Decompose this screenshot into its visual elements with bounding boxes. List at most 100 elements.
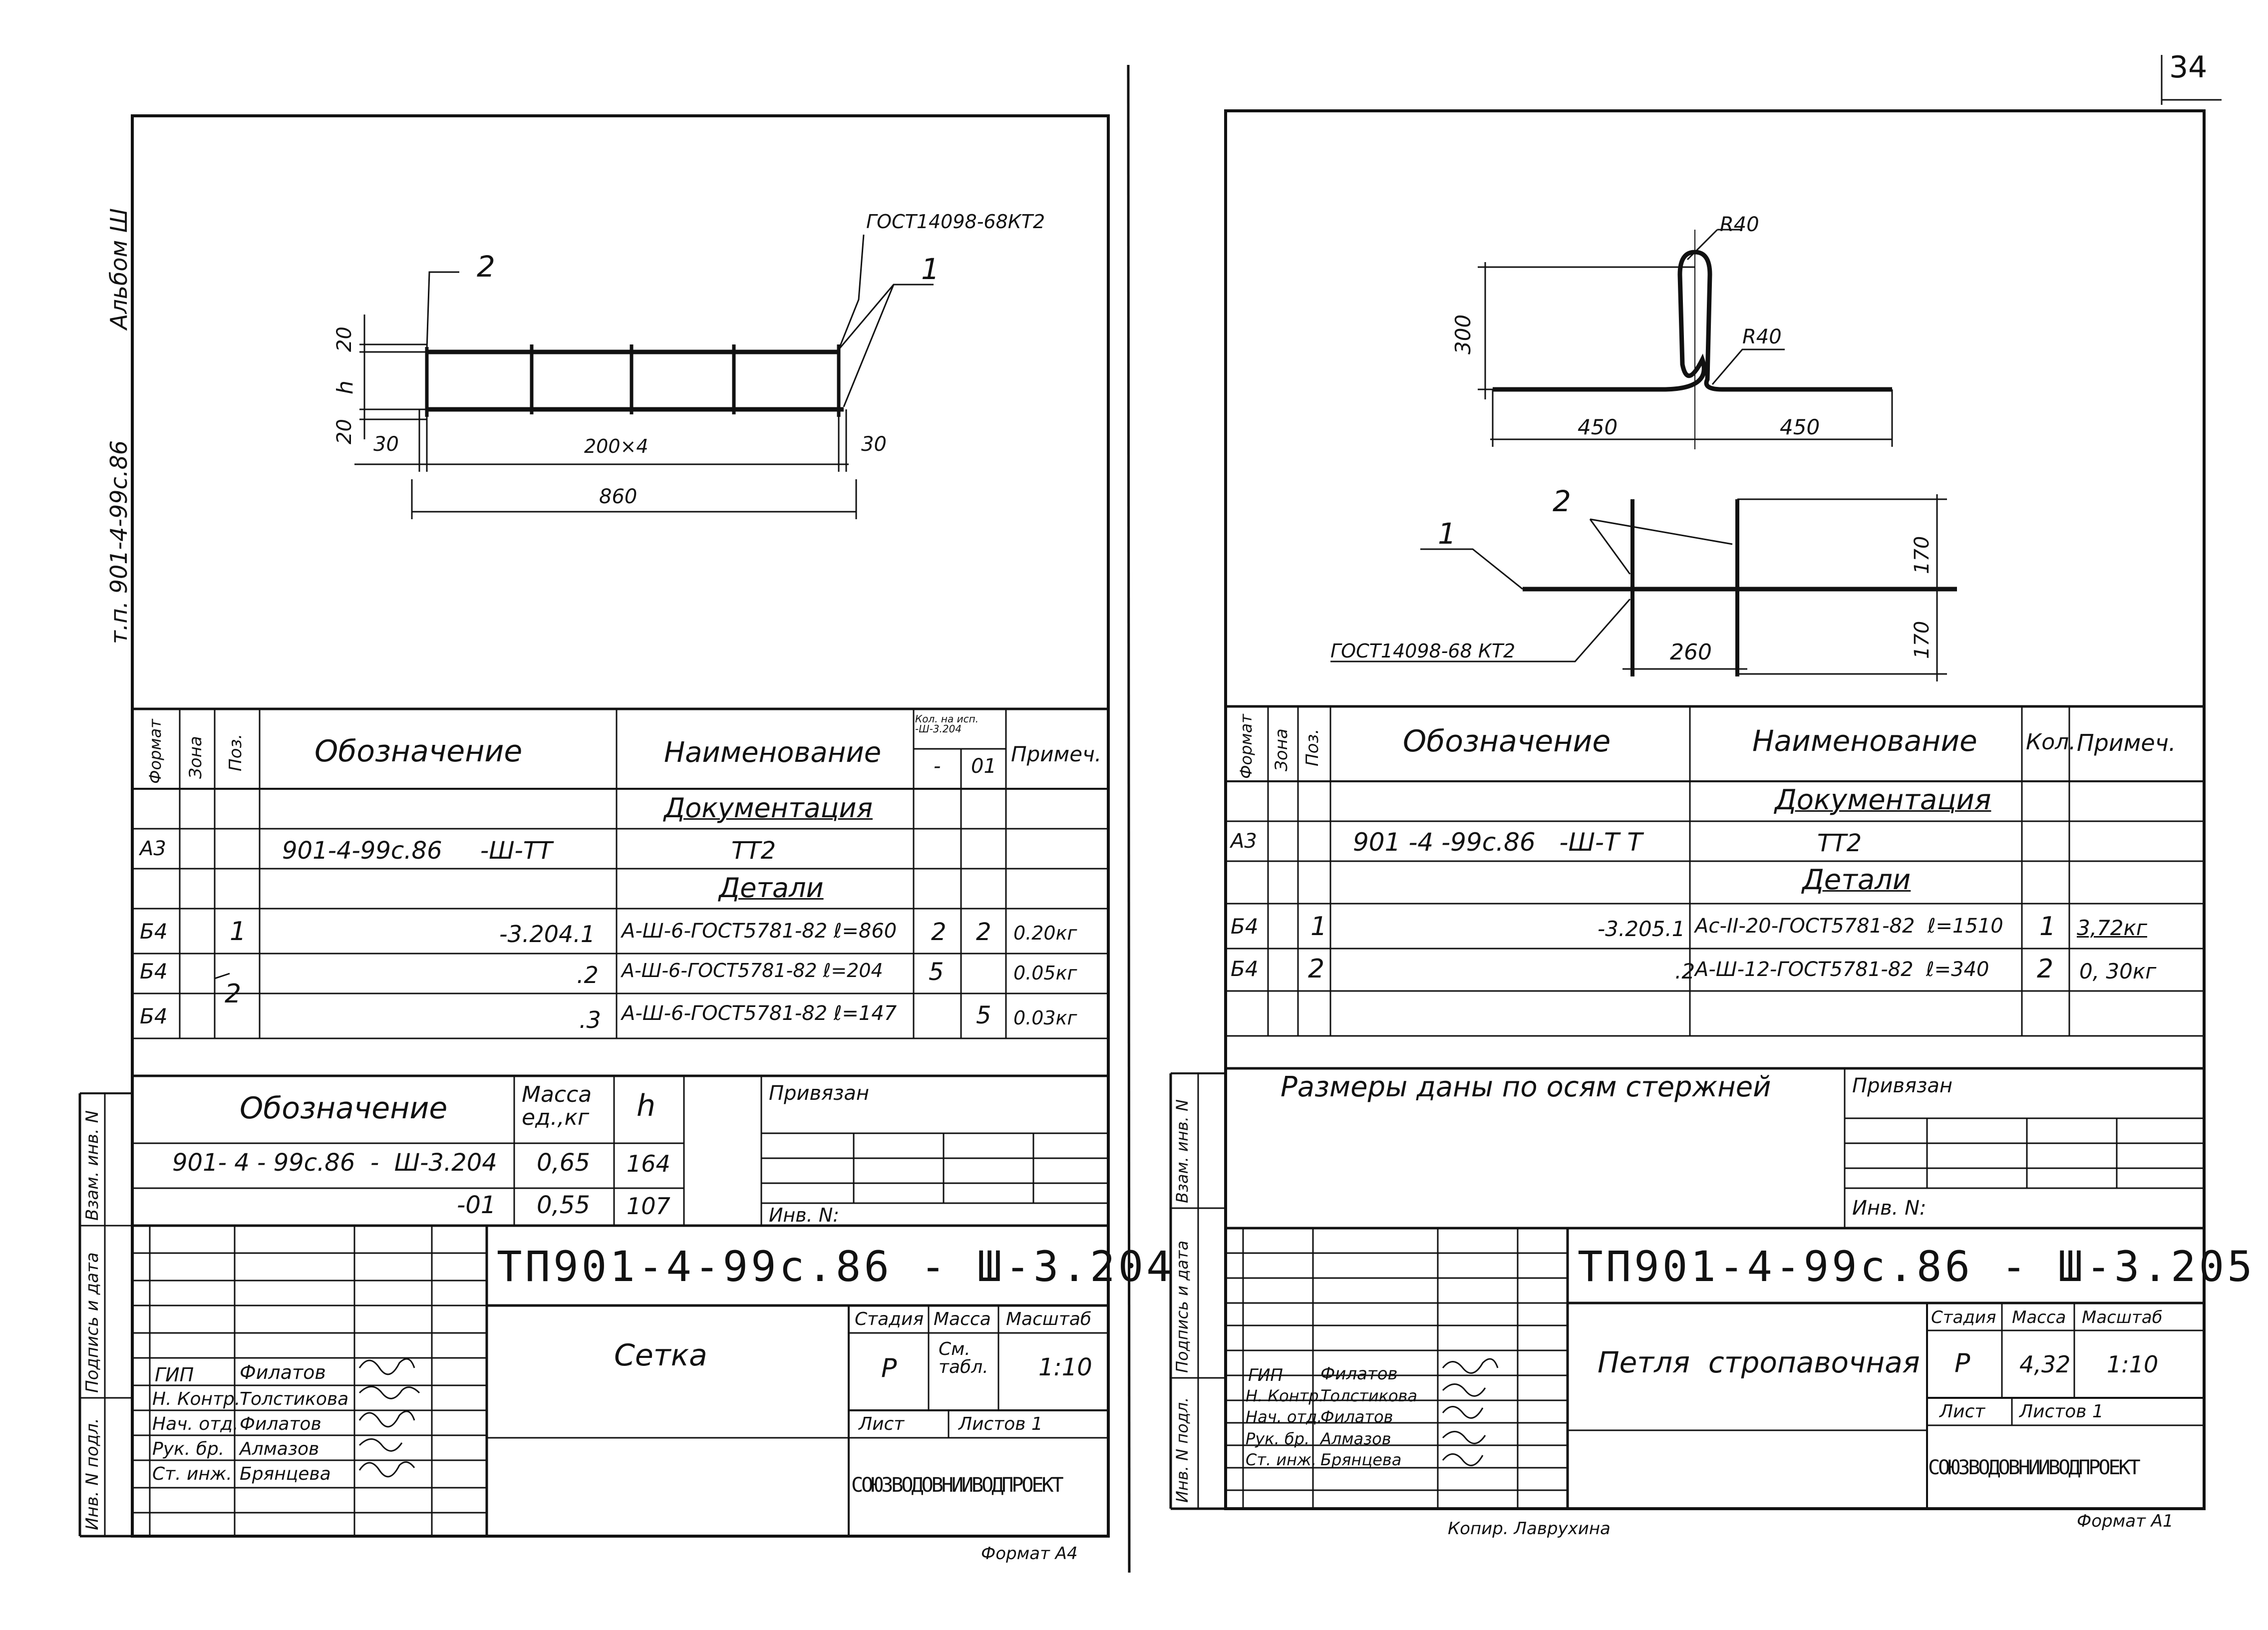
right-section-docs: Документация xyxy=(1775,784,1991,816)
left-row2-q1: 2 xyxy=(931,918,947,946)
left-dim-30-left: 30 xyxy=(373,433,399,456)
left-pos-1: 1 xyxy=(921,252,940,286)
right-mass-label: Масса xyxy=(2012,1307,2066,1327)
right-dim-450-left: 450 xyxy=(1578,415,1618,439)
left-row3-format: Б4 xyxy=(140,959,168,983)
left-h-format: Формат xyxy=(146,719,165,784)
right-row3-note: 0, 30кг xyxy=(2079,959,2157,983)
left-row4-q2: 5 xyxy=(976,1001,991,1029)
left-h-qty-group: Кол. на исп. -Ш-3.204 xyxy=(915,713,979,735)
signature-scribble xyxy=(1442,1406,1484,1419)
left-row4-note: 0.03кг xyxy=(1013,1007,1077,1029)
left-stamp-col-1: Инв. N подл. xyxy=(82,1418,102,1530)
left-row1-designation: 901-4-99с.86 -Ш-ТТ xyxy=(282,837,553,865)
right-format: Формат А1 xyxy=(2077,1511,2174,1531)
page-number: 34 xyxy=(2169,50,2208,85)
signature-scribble xyxy=(358,1410,415,1428)
left-h-note: Примеч. xyxy=(1011,742,1102,766)
right-row3-pos: 2 xyxy=(1308,954,1325,984)
left-mass-label: Масса xyxy=(934,1309,991,1329)
right-stage-label: Стадия xyxy=(1931,1307,1996,1327)
signature-scribble xyxy=(358,1461,415,1478)
right-signer-role-3: Нач. отд. xyxy=(1246,1407,1322,1426)
right-mass: 4,32 xyxy=(2019,1351,2071,1378)
left-var-row1-h: 164 xyxy=(627,1150,670,1177)
right-row2-pos: 1 xyxy=(1310,912,1327,942)
left-h-designation: Обозначение xyxy=(315,734,523,769)
signature-scribble xyxy=(358,1438,403,1452)
left-pos-2: 2 xyxy=(477,250,495,284)
right-row2-note: 3,72кг xyxy=(2077,916,2147,940)
left-row2-note: 0.20кг xyxy=(1013,922,1077,944)
left-h-qty-dash: - xyxy=(934,755,941,778)
right-signer-role-1: ГИП xyxy=(1248,1365,1283,1385)
right-r40-side: R40 xyxy=(1742,326,1782,348)
right-signer-role-2: Н. Контр. xyxy=(1246,1386,1324,1405)
right-dim-170-top: 170 xyxy=(1911,536,1934,574)
left-row2-designation: -3.204.1 xyxy=(499,921,596,948)
right-r40-top: R40 xyxy=(1720,213,1759,236)
left-code: ТП901-4-99с.86 - Ш-3.204 xyxy=(497,1242,1175,1291)
left-row2-pos: 1 xyxy=(230,917,247,947)
right-h-format: Формат xyxy=(1237,714,1256,779)
left-var-h-h: h xyxy=(637,1088,656,1123)
right-row3-format: Б4 xyxy=(1231,957,1259,981)
right-h-pos: Поз. xyxy=(1302,728,1322,766)
right-row2-name: Ас-II-20-ГОСТ5781-82 ℓ=1510 xyxy=(1695,915,2003,938)
left-row3-designation: .2 xyxy=(577,962,599,988)
left-signer-role-1: ГИП xyxy=(155,1364,194,1386)
right-row2-format: Б4 xyxy=(1231,914,1259,939)
left-section-docs: Документация xyxy=(664,792,873,824)
right-scale-label: Масштаб xyxy=(2082,1307,2163,1327)
right-signer-name-1: Филатов xyxy=(1320,1364,1398,1384)
left-format: Формат А4 xyxy=(981,1544,1078,1564)
signature-scribble xyxy=(1442,1358,1499,1374)
right-signer-name-5: Брянцева xyxy=(1320,1450,1402,1469)
signature-scribble xyxy=(358,1358,415,1375)
right-h-note: Примеч. xyxy=(2077,729,2176,756)
left-row3-q1: 5 xyxy=(929,958,944,986)
right-pos-1: 1 xyxy=(1438,517,1456,551)
left-stamp-col-3: Взам. инв. N xyxy=(82,1110,102,1221)
left-row1-name: ТТ2 xyxy=(731,837,776,865)
right-h-qty: Кол. xyxy=(2026,729,2076,755)
left-dim-30-right: 30 xyxy=(861,433,887,456)
left-row2-format: Б4 xyxy=(140,919,168,944)
signature-scribble xyxy=(358,1386,420,1399)
right-pos-2: 2 xyxy=(1553,484,1571,518)
right-signer-role-5: Ст. инж. xyxy=(1246,1450,1317,1469)
right-dim-300: 300 xyxy=(1451,314,1475,354)
left-sheets-label: Листов 1 xyxy=(959,1414,1043,1434)
left-inv-no: Инв. N: xyxy=(769,1204,840,1226)
right-privyazan: Привязан xyxy=(1852,1074,1953,1097)
right-org: СОЮЗВОДОВНИИВОДПРОЕКТ xyxy=(1928,1456,2141,1479)
left-signer-name-2: Толстикова xyxy=(240,1389,349,1409)
left-var-h-designation: Обозначение xyxy=(240,1091,448,1126)
right-row1-format: А3 xyxy=(1231,830,1257,853)
right-row2-designation: -3.205.1 xyxy=(1598,917,1685,941)
right-row3-qty: 2 xyxy=(2037,954,2054,984)
left-sheet-label: Лист xyxy=(859,1414,905,1434)
left-row3-pos: 2 xyxy=(225,979,242,1009)
left-signer-name-5: Брянцева xyxy=(240,1464,331,1484)
margin-project: т.п. 901-4-99с.86 xyxy=(105,440,132,644)
left-var-row2-h: 107 xyxy=(627,1193,670,1220)
right-code: ТП901-4-99с.86 - Ш-3.205 xyxy=(1578,1242,2256,1291)
signature-scribble xyxy=(1442,1453,1484,1466)
right-title: Петля стропавочная xyxy=(1598,1345,1920,1379)
right-sheets-label: Листов 1 xyxy=(2019,1401,2104,1422)
right-h-zone: Зона xyxy=(1272,728,1292,771)
right-stage: Р xyxy=(1954,1348,1970,1378)
right-h-name: Наименование xyxy=(1752,724,1977,758)
left-dim-span: 200×4 xyxy=(584,435,648,457)
left-signer-role-2: Н. Контр. xyxy=(152,1389,241,1409)
margin-album: Альбом Ш xyxy=(105,208,132,329)
left-dim-h: h xyxy=(332,380,358,394)
left-row4-format: Б4 xyxy=(140,1004,168,1028)
left-scale-label: Масштаб xyxy=(1006,1309,1092,1329)
left-row2-name: А-Ш-6-ГОСТ5781-82 ℓ=860 xyxy=(622,920,897,943)
left-privyazan: Привязан xyxy=(769,1082,870,1105)
right-section-details: Детали xyxy=(1802,864,1911,896)
left-row3-name: А-Ш-6-ГОСТ5781-82 ℓ=204 xyxy=(622,960,883,981)
